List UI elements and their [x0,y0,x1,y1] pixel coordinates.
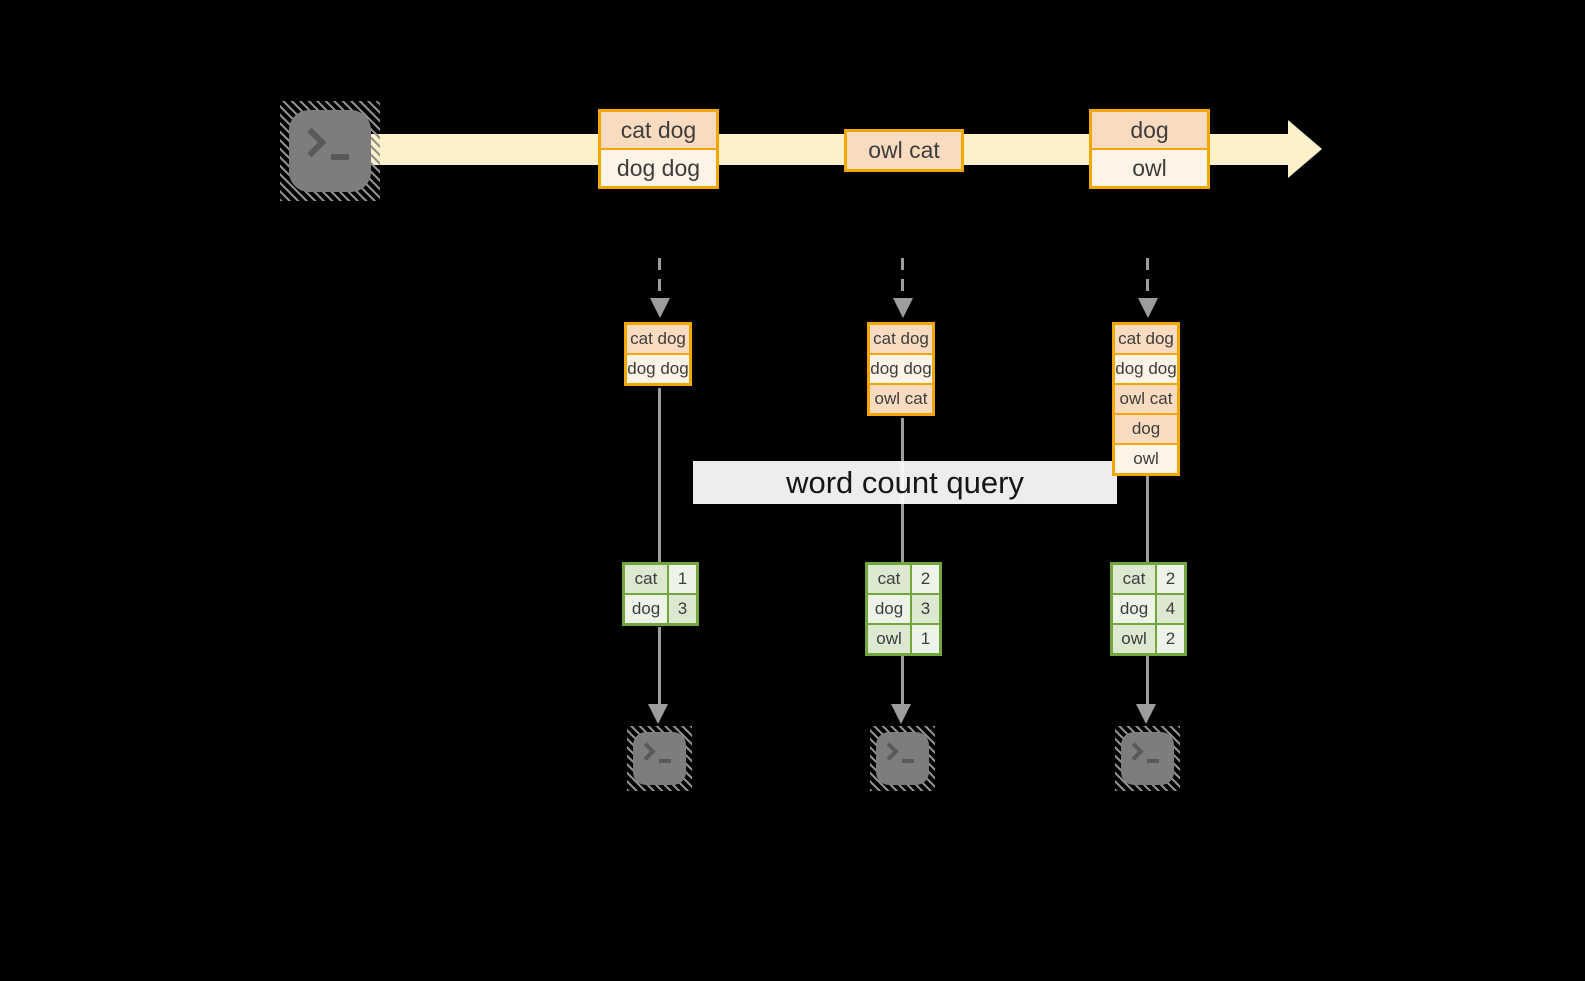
buffer-record: cat dog [627,325,689,353]
connector-table-to-sink-2 [901,655,904,706]
event-record: owl [1092,148,1207,186]
table-row: dog 4 [1113,593,1184,623]
count-table-2: cat 2 dog 3 owl 1 [865,562,942,656]
ingest-arrowhead-3 [1138,298,1158,318]
stream-event-1: cat dog dog dog [598,109,719,189]
stream-event-2: owl cat [844,129,964,172]
sink-arrowhead-3 [1136,704,1156,724]
prompt-underscore-icon [902,759,914,763]
stream-arrowhead [1288,120,1322,178]
table-row: dog 3 [625,593,696,623]
count-cell: 3 [669,595,696,623]
word-cell: dog [625,595,669,623]
event-record: owl cat [847,132,961,169]
count-cell: 4 [1157,595,1184,623]
buffer-record: dog dog [870,353,932,383]
table-row: cat 1 [625,565,696,593]
count-cell: 1 [912,625,939,653]
count-cell: 2 [1157,565,1184,593]
terminal-icon-body [289,110,371,192]
stream-event-3: dog owl [1089,109,1210,189]
terminal-icon-body [876,732,929,785]
terminal-sink-icon-2 [870,726,935,791]
prompt-chevron-icon [637,742,656,761]
event-record: dog [1092,112,1207,148]
prompt-chevron-icon [880,742,899,761]
table-row: owl 1 [868,623,939,653]
buffer-record: cat dog [1115,325,1177,353]
prompt-underscore-icon [1147,759,1159,763]
buffer-record: dog dog [627,353,689,383]
query-label: word count query [693,461,1117,504]
buffer-record: cat dog [870,325,932,353]
count-table-3: cat 2 dog 4 owl 2 [1110,562,1187,656]
prompt-chevron-icon [1125,742,1144,761]
count-table-1: cat 1 dog 3 [622,562,699,626]
buffer-record: dog dog [1115,353,1177,383]
table-row: owl 2 [1113,623,1184,653]
terminal-icon-body [1121,732,1174,785]
prompt-chevron-icon [296,127,327,158]
ingest-dash-line-3 [1146,258,1149,296]
terminal-sink-icon-3 [1115,726,1180,791]
event-record: dog dog [601,148,716,186]
ingest-dash-line-1 [658,258,661,296]
terminal-sink-icon-1 [627,726,692,791]
sink-arrowhead-2 [891,704,911,724]
batch-buffer-1: cat dog dog dog [624,322,692,386]
word-cell: owl [868,625,912,653]
ingest-dash-line-2 [901,258,904,296]
batch-buffer-3: cat dog dog dog owl cat dog owl [1112,322,1180,476]
sink-arrowhead-1 [648,704,668,724]
buffer-record: owl cat [870,383,932,413]
table-row: dog 3 [868,593,939,623]
prompt-underscore-icon [331,154,349,160]
table-row: cat 2 [868,565,939,593]
terminal-icon-body [633,732,686,785]
prompt-underscore-icon [659,759,671,763]
terminal-source-icon [280,101,380,201]
count-cell: 3 [912,595,939,623]
ingest-arrowhead-2 [893,298,913,318]
word-cell: cat [868,565,912,593]
table-row: cat 2 [1113,565,1184,593]
count-cell: 2 [1157,625,1184,653]
connector-table-to-sink-1 [658,627,661,706]
word-cell: cat [1113,565,1157,593]
buffer-record: owl cat [1115,383,1177,413]
count-cell: 1 [669,565,696,593]
word-cell: owl [1113,625,1157,653]
connector-buffer-to-table-3 [1146,474,1149,564]
word-cell: cat [625,565,669,593]
connector-table-to-sink-3 [1146,655,1149,706]
count-cell: 2 [912,565,939,593]
word-cell: dog [1113,595,1157,623]
buffer-record: dog [1115,413,1177,443]
buffer-record: owl [1115,443,1177,473]
event-record: cat dog [601,112,716,148]
word-cell: dog [868,595,912,623]
ingest-arrowhead-1 [650,298,670,318]
connector-buffer-to-table-1 [658,388,661,564]
batch-buffer-2: cat dog dog dog owl cat [867,322,935,416]
